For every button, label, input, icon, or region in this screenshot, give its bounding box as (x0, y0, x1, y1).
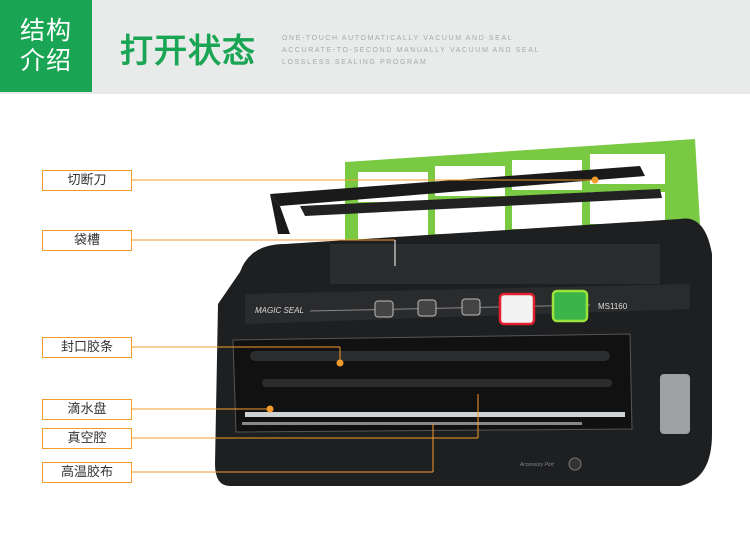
label-heat-tape: 高温胶布 (42, 462, 132, 483)
side-latch (660, 374, 690, 434)
label-cutter: 切断刀 (42, 170, 132, 191)
drip-tray (245, 412, 625, 417)
panel-button (461, 298, 481, 316)
subtitle: ONE-TOUCH AUTOMATICALLY VACUUM AND SEAL … (282, 33, 540, 69)
sealing-strip (250, 351, 610, 361)
label-sealing-strip: 封口胶条 (42, 337, 132, 358)
page-title: 打开状态 (120, 31, 256, 70)
seal-button (498, 292, 536, 326)
model-name: MS1160 (598, 302, 628, 311)
brand-logo: MAGIC SEAL (255, 306, 304, 315)
panel-button (417, 299, 437, 317)
badge-line2: 介绍 (19, 46, 72, 75)
accessory-port-label: Accessory Port (519, 462, 554, 468)
subtitle-line: ONE-TOUCH AUTOMATICALLY VACUUM AND SEAL (282, 35, 514, 42)
label-drip-tray: 滴水盘 (42, 399, 132, 420)
label-vacuum-chamber: 真空腔 (42, 428, 132, 449)
vacuum-seal-button (551, 289, 589, 323)
subtitle-line: ACCURATE-TO-SECOND MANUALLY VACUUM AND S… (282, 47, 540, 54)
accessory-port (568, 457, 582, 471)
cutter-bar (270, 166, 645, 206)
panel-button (374, 300, 394, 318)
label-bag-slot: 袋槽 (42, 230, 132, 251)
vacuum-sealer-image: MAGIC SEAL MS1160 Accessory Port (132, 139, 712, 486)
header-band: 结构 介绍 打开状态 ONE-TOUCH AUTOMATICALLY VACUU… (0, 0, 750, 94)
subtitle-line: LOSSLESS SEALING PROGRAM (282, 59, 428, 66)
section-badge: 结构 介绍 (0, 0, 92, 92)
badge-line1: 结构 (19, 16, 72, 45)
